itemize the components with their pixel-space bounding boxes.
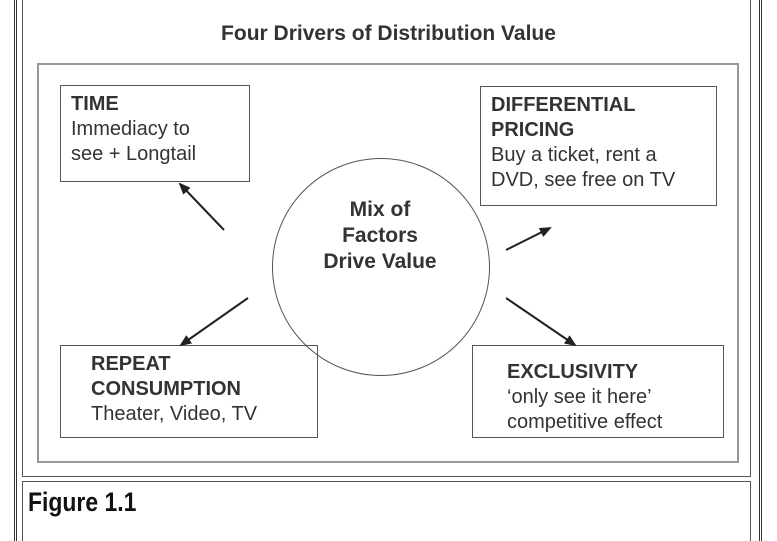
diagram-title: Four Drivers of Distribution Value: [221, 22, 556, 45]
driver-heading: CONSUMPTION: [91, 378, 241, 400]
diagram-frame: [22, 0, 751, 477]
driver-heading: EXCLUSIVITY: [507, 361, 639, 383]
driver-description: ‘only see it here’: [507, 386, 652, 408]
arrow-to-repeat-consumption: [179, 297, 249, 347]
driver-description: Theater, Video, TV: [91, 403, 258, 425]
driver-heading: REPEAT: [91, 353, 171, 375]
center-label-line: Drive Value: [323, 250, 437, 273]
caption-frame: [22, 481, 751, 541]
arrow-to-exclusivity: [505, 297, 577, 347]
center-label-line: Mix of: [349, 198, 411, 221]
driver-description: see + Longtail: [71, 143, 197, 165]
figure-caption: Figure 1.1: [28, 487, 137, 517]
diagram-panel: [37, 63, 739, 463]
driver-heading: TIME: [71, 93, 119, 115]
driver-description: DVD, see free on TV: [491, 169, 676, 191]
center-circle: [272, 158, 490, 376]
driver-box-time: TIME Immediacy to see + Longtail: [60, 85, 250, 182]
driver-description: Immediacy to: [71, 118, 190, 140]
center-label-line: Factors: [342, 224, 418, 247]
outer-frame: [14, 0, 762, 541]
driver-box-exclusivity: EXCLUSIVITY ‘only see it here’ competiti…: [472, 345, 724, 438]
driver-description: Buy a ticket, rent a: [491, 144, 657, 166]
arrow-to-time: [178, 182, 225, 231]
center-label: Mix of Factors Drive Value: [300, 197, 460, 275]
driver-heading: PRICING: [491, 119, 575, 141]
driver-description: competitive effect: [507, 411, 663, 433]
driver-box-differential-pricing: DIFFERENTIAL PRICING Buy a ticket, rent …: [480, 86, 717, 206]
driver-box-repeat-consumption: REPEAT CONSUMPTION Theater, Video, TV: [60, 345, 318, 438]
driver-heading: DIFFERENTIAL: [491, 94, 636, 116]
arrow-to-differential-pricing: [505, 227, 552, 251]
